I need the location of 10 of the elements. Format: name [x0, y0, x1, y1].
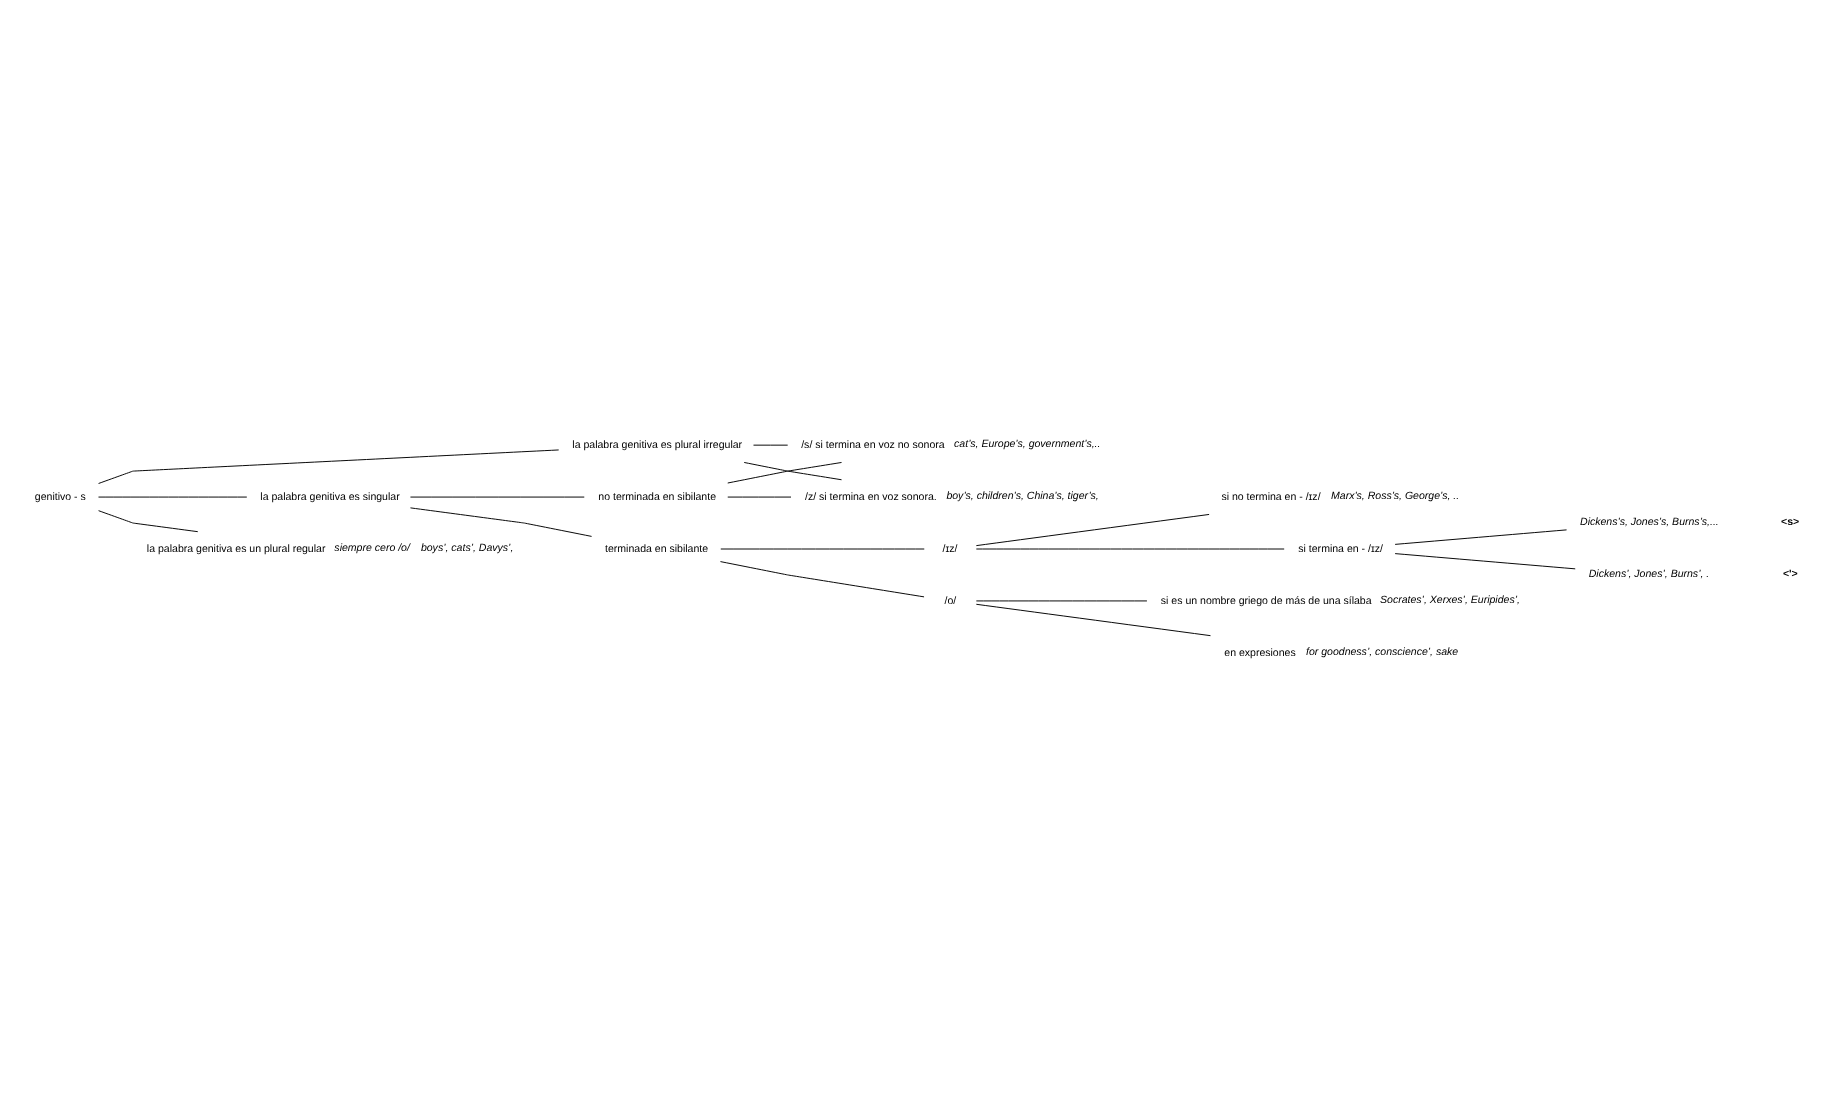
connector: [1394, 553, 1576, 570]
connector: [98, 449, 560, 484]
connector: [1394, 529, 1568, 545]
connector: [975, 603, 1211, 637]
connector: [975, 513, 1210, 547]
connector: [743, 462, 842, 481]
connector: [409, 507, 593, 537]
connector: [98, 510, 199, 533]
connector: [727, 462, 842, 484]
connector: [719, 561, 925, 598]
